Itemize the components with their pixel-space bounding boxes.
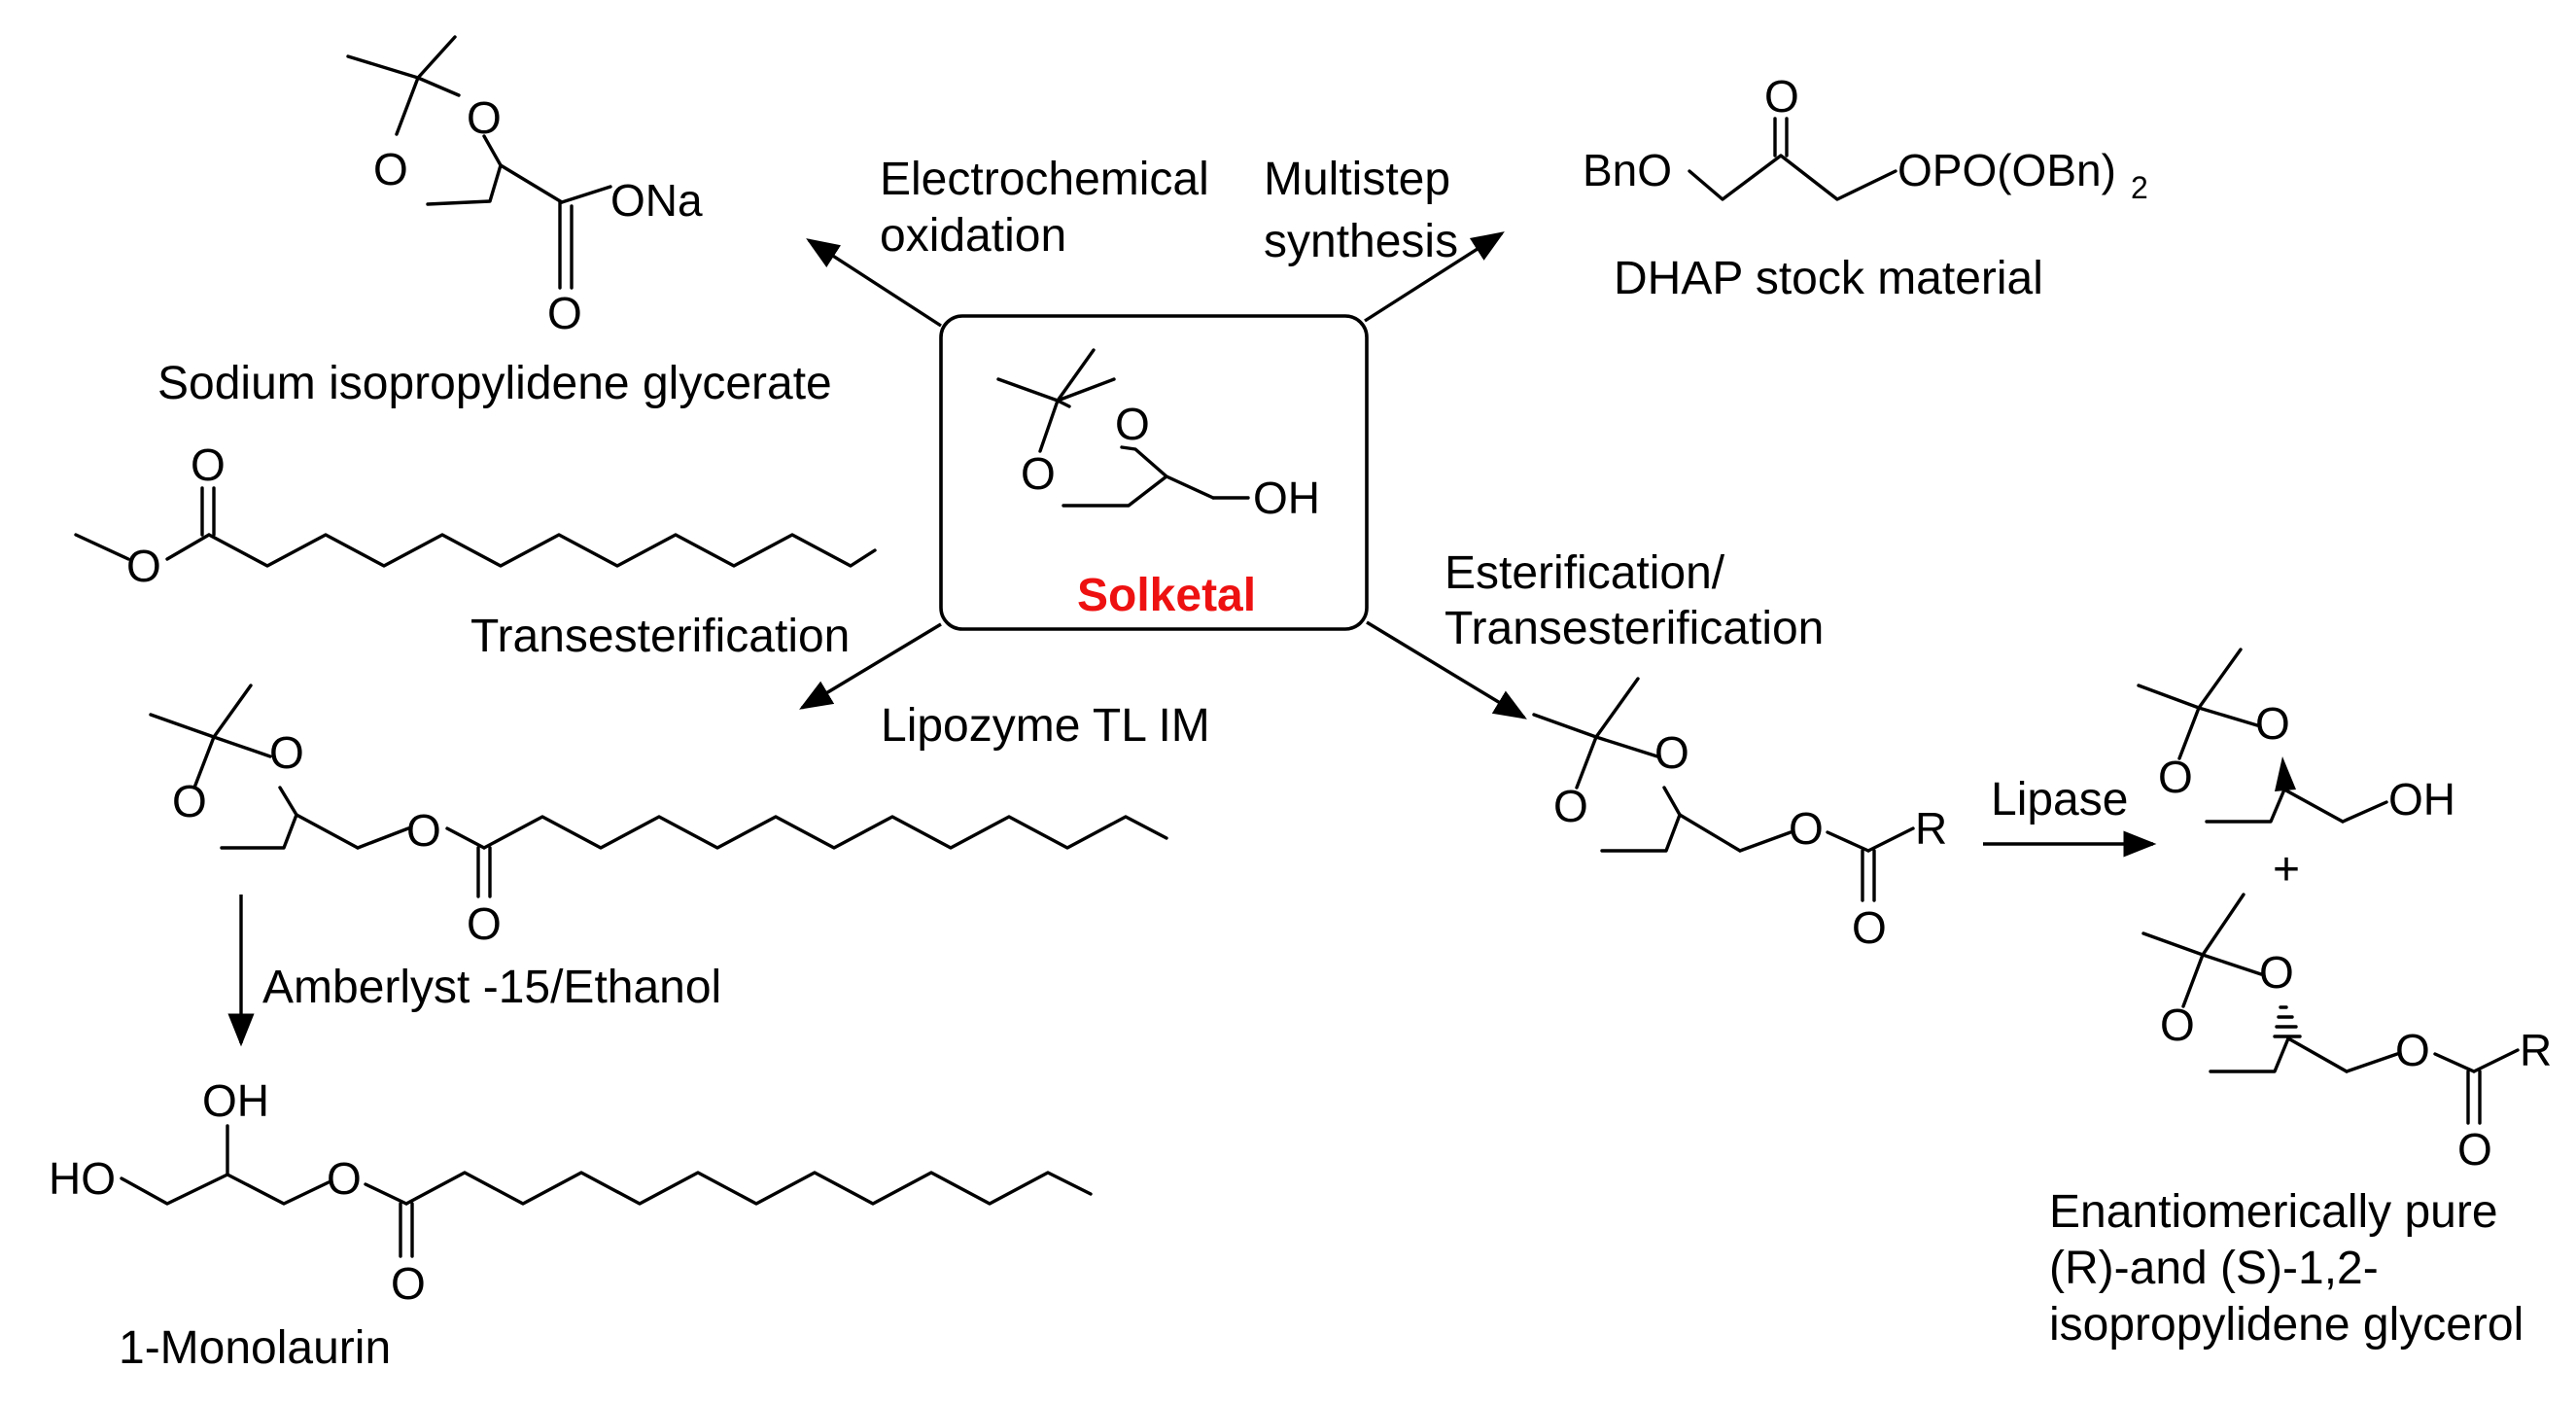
plus-sign: + [2273, 844, 2300, 895]
atom-o: O [2259, 947, 2294, 998]
atom-o: O [2255, 698, 2290, 749]
solketal-structure: O O OH [996, 348, 1320, 523]
hashed-wedge-bond [2273, 1005, 2302, 1038]
glycerate-structure: O O ONa O [346, 35, 703, 338]
label-multistep: Multistep [1264, 154, 1450, 205]
atom-o: O [191, 439, 226, 490]
atom-o: O [373, 144, 408, 194]
atom-r: R [1915, 803, 1947, 854]
atom-o: O [1789, 803, 1824, 854]
atom-o: O [406, 805, 441, 856]
label-esterification: Esterification/ [1445, 547, 1725, 599]
atom-o: O [327, 1153, 362, 1204]
methyl-laurate-structure: O O [74, 439, 877, 591]
atom-o: O [2395, 1025, 2430, 1075]
atom-o: O [547, 288, 582, 338]
atom-oh: OH [1253, 473, 1320, 523]
atom-o: O [1021, 448, 1056, 499]
solketal-ester-structure: O O O R O [1532, 677, 1947, 953]
atom-o: O [1654, 727, 1689, 778]
solketal-box [939, 314, 1369, 631]
solketal-label: Solketal [1077, 570, 1256, 621]
enantiomer-alcohol-structure: O O OH [2137, 648, 2455, 825]
atom-opo-obn: OPO(OBn) [1897, 145, 2116, 195]
label-amberlyst: Amberlyst -15/Ethanol [262, 962, 721, 1013]
atom-oh: OH [2388, 774, 2455, 825]
label-oxidation: oxidation [880, 210, 1066, 262]
arrow-to-glycerate [806, 238, 942, 328]
label-synthesis: synthesis [1264, 216, 1458, 267]
label-transesterification-right: Transesterification [1445, 603, 1824, 654]
atom-subscript: 2 [2131, 170, 2148, 205]
atom-o: O [269, 727, 304, 778]
atom-o: O [1553, 781, 1588, 831]
arrow-to-solketal-ester [1366, 620, 1527, 720]
arrow-to-solketal-laurate [799, 622, 942, 710]
atom-o: O [2160, 1000, 2195, 1050]
label-transesterification-left: Transesterification [470, 611, 850, 662]
monolaurin-caption: 1-Monolaurin [119, 1322, 391, 1374]
atom-o: O [2158, 752, 2193, 802]
solketal-panel: O O OH Solketal [939, 314, 1369, 631]
label-electrochemical: Electrochemical [880, 154, 1209, 205]
atom-o: O [2457, 1124, 2492, 1175]
label-lipase: Lipase [1991, 774, 2128, 825]
monolaurin-structure: HO OH O O [49, 1075, 1093, 1309]
atom-o: O [1115, 399, 1150, 449]
atom-o: O [1852, 902, 1887, 953]
atom-bno: BnO [1583, 145, 1672, 195]
atom-ona: ONa [610, 175, 703, 226]
atom-o: O [172, 776, 207, 826]
dhap-caption: DHAP stock material [1614, 253, 2043, 304]
atom-oh: OH [202, 1075, 269, 1126]
atom-o: O [391, 1258, 426, 1309]
atom-o: O [467, 898, 502, 949]
atom-ho: HO [49, 1153, 116, 1204]
enantiomer-caption-line2: (R)-and (S)-1,2- [2049, 1243, 2379, 1294]
enantiomer-ester-structure: O O O R O [2141, 893, 2552, 1175]
arrow-to-dhap [1364, 231, 1505, 323]
label-lipozyme: Lipozyme TL IM [881, 700, 1210, 752]
solketal-laurate-structure: O O O O [149, 684, 1168, 949]
wedge-bond [2275, 756, 2296, 791]
glycerate-caption: Sodium isopropylidene glycerate [157, 358, 832, 409]
atom-o: O [1764, 71, 1799, 122]
atom-o: O [126, 541, 161, 591]
enantiomer-caption-line3: isopropylidene glycerol [2049, 1299, 2524, 1351]
dhap-structure: BnO O OPO(OBn) 2 [1583, 71, 2148, 205]
atom-o: O [467, 92, 502, 143]
enantiomer-caption-line1: Enantiomerically pure [2049, 1186, 2498, 1238]
atom-r: R [2520, 1025, 2552, 1075]
